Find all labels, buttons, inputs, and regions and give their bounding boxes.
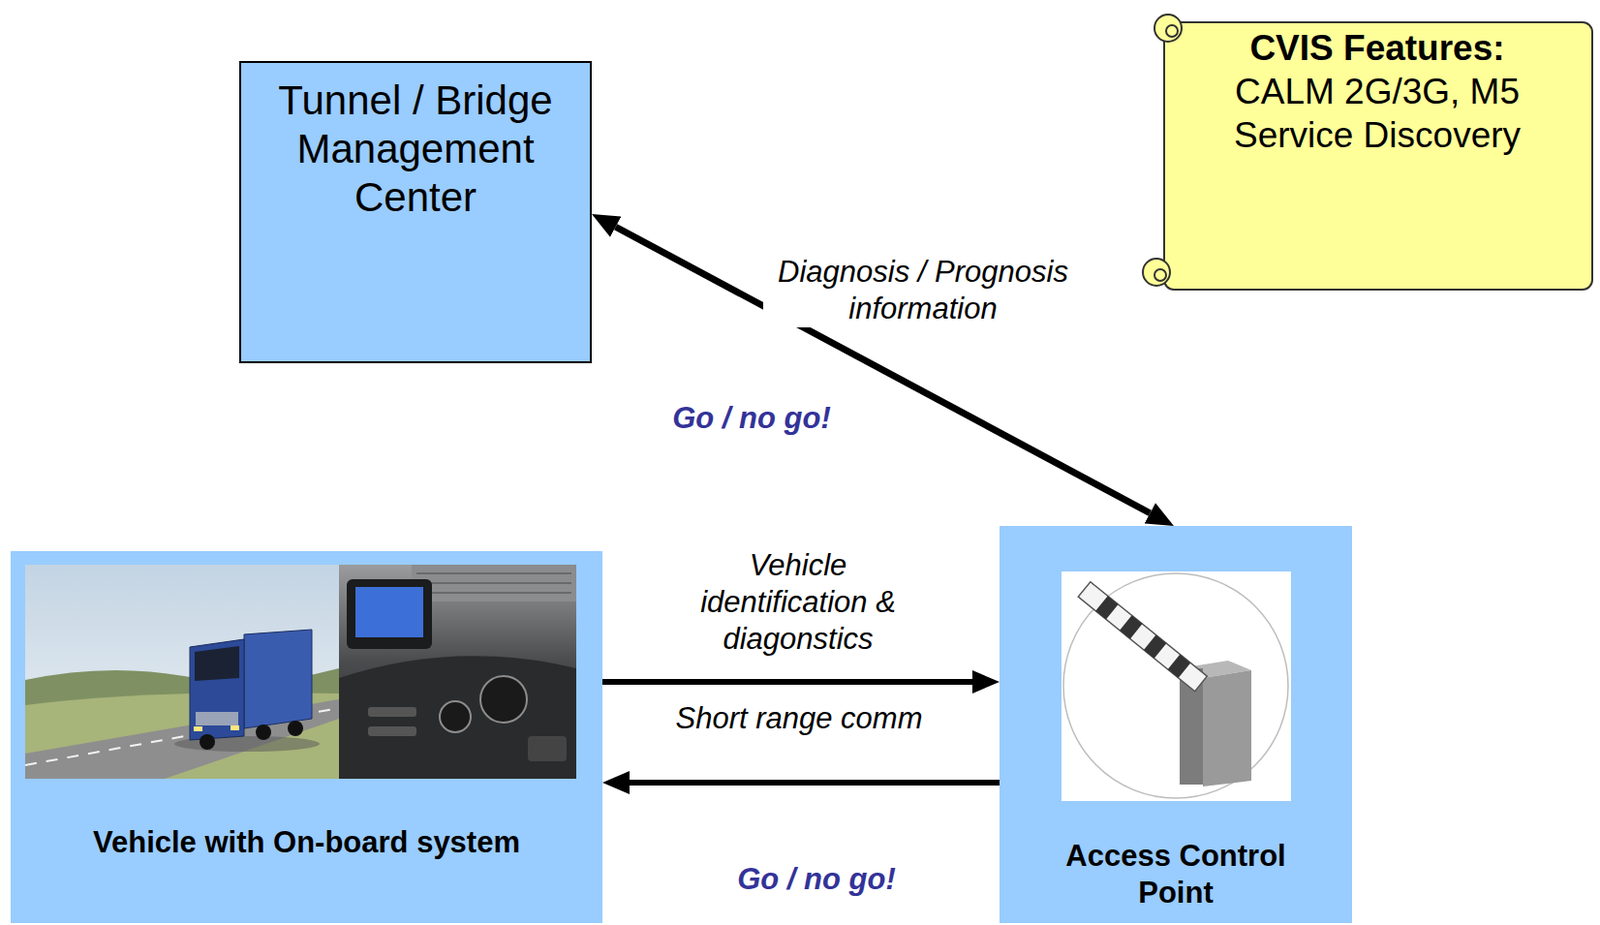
truck-grille [195,711,239,726]
road-marking [25,707,339,766]
post-front [1202,670,1252,787]
switches [527,736,567,762]
truck-windshield [194,646,240,681]
edge-label: Diagnosis / Prognosis information [763,253,1083,328]
node-label: CALM 2G/3G, M5 Service Discovery [1202,69,1552,157]
vent [368,726,417,737]
monitor-screen [355,586,424,638]
connector-arrow [602,678,973,685]
edge-label-holder: Vehicle identification & diagonstics [681,547,915,658]
arm-stripe [1168,654,1191,678]
note-label-holder: Short range comm [673,700,926,738]
note-label: Go / no go! [669,400,834,437]
keyboard [411,564,577,602]
dashboard-photo [338,564,577,779]
road [25,699,339,779]
arm-stripe [1119,615,1142,639]
truck-wheel [287,720,304,737]
scroll-body [1164,22,1593,290]
post-top [1179,660,1252,678]
arm-stripe [1095,595,1118,619]
note-label-holder: Go / no go! [669,400,834,437]
truck-photo [25,564,339,779]
monitor-frame [346,579,432,649]
gate-ground [1061,571,1292,801]
truck-light [193,726,203,732]
scroll-curl [1154,269,1167,281]
gauge [439,701,471,733]
edge-label: Go / no go! [734,861,899,898]
hills [25,668,339,779]
connector-arrow [629,779,1000,786]
connector-arrow [615,226,1151,514]
edge-label: Vehicle identification & diagonstics [681,547,915,658]
cabin [338,564,577,779]
scroll-curl [1166,25,1178,37]
node-label: Tunnel / Bridge Management Center [250,76,581,222]
scroll-curl [1154,14,1182,42]
node-label: Access Control Point [1045,837,1307,912]
sky [25,564,339,779]
arm [1077,582,1207,692]
truck-wheel [255,724,272,740]
barrier-arm [1077,582,1207,692]
note-label: Short range comm [673,700,926,738]
node-label: Vehicle with On-board system [92,824,521,862]
vehicle-box: Vehicle with On-board system [10,551,603,924]
field [25,692,339,779]
post-side [1179,668,1203,785]
scroll-curl [1142,258,1170,286]
gate-ring [1063,573,1289,799]
node-label: CVIS Features: [1249,26,1505,70]
truck-light [230,725,240,731]
vent [368,707,417,717]
features-scroll: CVIS Features:CALM 2G/3G, M5 Service Dis… [1135,4,1599,302]
edge-label-holder: Diagnosis / Prognosis information [763,253,1083,328]
truck-wheel [199,734,216,750]
truck-trailer [244,629,312,729]
barrier-gate [1061,571,1292,801]
dash-panel [338,655,577,779]
truck-cab [189,639,245,740]
arm-stripe [1143,634,1167,658]
keyboard-keys [416,573,572,593]
access-point-box: Access Control Point [999,525,1353,924]
edge-label-holder: Go / no go! [734,861,899,898]
gauge [480,676,527,723]
truck-shadow [174,736,320,752]
management-center-box: Tunnel / Bridge Management Center [239,61,592,364]
